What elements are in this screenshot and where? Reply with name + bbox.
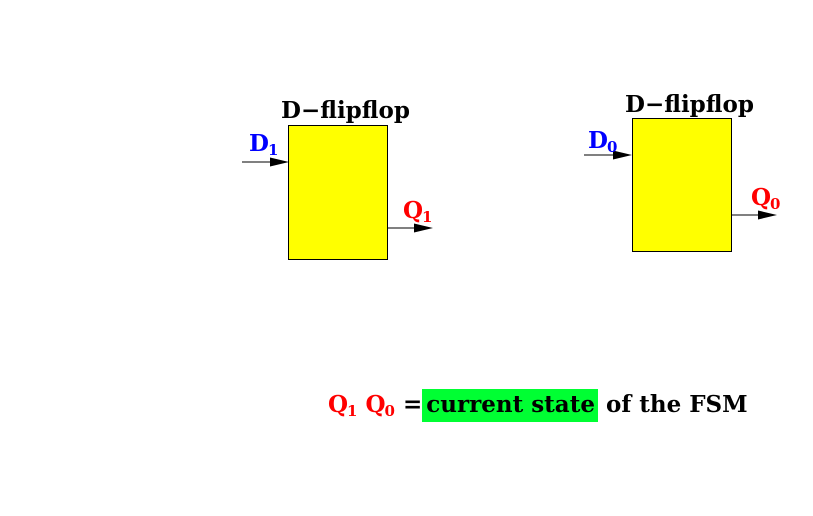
arrowhead-q1 xyxy=(414,223,433,233)
caption-rest: of the FSM xyxy=(605,391,748,418)
output-label-q0: Q0 xyxy=(751,184,781,213)
input-label-d1: D1 xyxy=(249,130,279,159)
caption-equals: = xyxy=(403,391,423,418)
arrowhead-d1 xyxy=(270,157,289,167)
arrowhead-d0 xyxy=(613,150,632,160)
input-label-d0: D0 xyxy=(588,127,618,156)
flipflop-0-box xyxy=(632,118,732,252)
flipflop-1-box xyxy=(288,125,388,260)
caption-q0: Q0 xyxy=(365,391,395,420)
output-label-q1: Q1 xyxy=(403,197,433,226)
caption-highlight: current state xyxy=(422,389,598,422)
state-caption: Q1 Q0 =current state of the FSM xyxy=(328,389,748,422)
flipflop-1-title: D−flipflop xyxy=(281,97,410,124)
caption-q1: Q1 xyxy=(328,391,358,420)
flipflop-0-title: D−flipflop xyxy=(625,91,754,118)
arrowhead-q0 xyxy=(758,210,777,220)
